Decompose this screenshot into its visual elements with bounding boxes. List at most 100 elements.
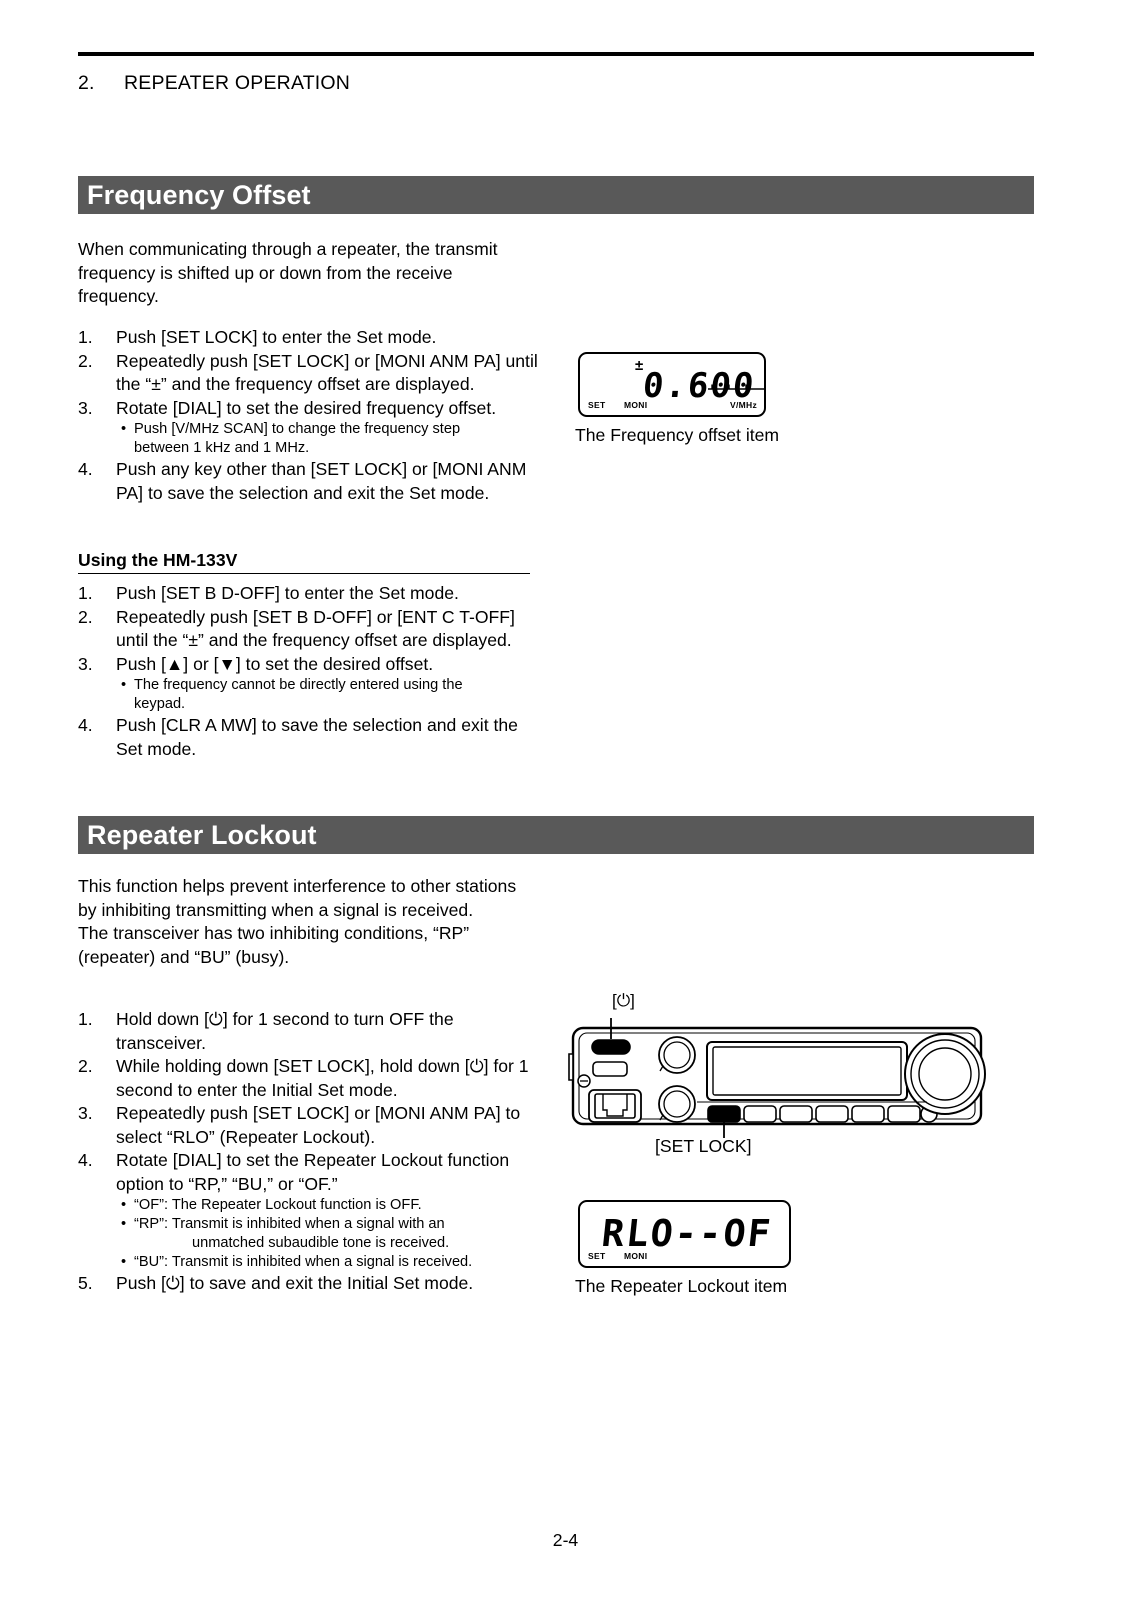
step-notes: • The frequency cannot be directly enter… xyxy=(116,676,538,714)
note-text: “OF”: The Repeater Lockout function is O… xyxy=(134,1197,422,1213)
bullet-icon: • xyxy=(121,1197,127,1213)
lcd-repeater-lockout-value: RLO--OF xyxy=(599,1212,775,1255)
lcd-label-set: SET xyxy=(588,1251,606,1261)
step-number: 5. xyxy=(78,1273,93,1293)
bullet-icon: • xyxy=(121,1216,127,1232)
step-number: 3. xyxy=(78,1103,93,1123)
repeater-lockout-intro: This function helps prevent interference… xyxy=(78,875,538,969)
figure-caption-repeater-lockout: The Repeater Lockout item xyxy=(575,1276,788,1296)
step-number: 4. xyxy=(78,1150,93,1170)
frequency-offset-steps: 1. Push [SET LOCK] to enter the Set mode… xyxy=(78,326,538,505)
step-text: Push [▲] or [▼] to set the desired offse… xyxy=(116,653,434,674)
list-item: • Push [V/MHz SCAN] to change the freque… xyxy=(121,420,538,458)
step-text: Rotate [DIAL] to set the Repeater Lockou… xyxy=(116,1150,510,1194)
body-side-tab xyxy=(568,1053,574,1081)
lcd-label-vmhz: V/MHz xyxy=(730,400,757,410)
step-text: Push [⏻] to save and exit the Initial Se… xyxy=(116,1273,474,1293)
set-lock-key-callout-label: [SET LOCK] xyxy=(655,1136,752,1156)
function-button-3[interactable] xyxy=(779,1105,813,1123)
step-number: 4. xyxy=(78,715,93,735)
lcd-label-moni: MONI xyxy=(624,400,648,410)
chapter-heading: 2. REPEATER OPERATION xyxy=(78,72,350,95)
s-meter-scale-icon xyxy=(708,384,766,390)
squelch-knob-marker xyxy=(659,1114,664,1121)
step-text: While holding down [SET LOCK], hold down… xyxy=(116,1056,529,1100)
list-item: • The frequency cannot be directly enter… xyxy=(121,676,538,714)
step-text: Push [CLR A MW] to save the selection an… xyxy=(116,715,518,759)
function-button-4[interactable] xyxy=(815,1105,849,1123)
step-number: 1. xyxy=(78,327,93,347)
step-text: Rotate [DIAL] to set the desired frequen… xyxy=(116,397,497,418)
lcd-label-moni: MONI xyxy=(624,1251,648,1261)
list-item: • “BU”: Transmit is inhibited when a sig… xyxy=(121,1253,538,1272)
note-text-continued: between 1 kHz and 1 MHz. xyxy=(134,440,310,456)
subsection-heading-hm133v: Using the HM-133V xyxy=(78,550,530,574)
volume-knob-marker xyxy=(659,1065,664,1072)
section-banner-frequency-offset: Frequency Offset xyxy=(78,176,1034,214)
list-item: 4. Push any key other than [SET LOCK] or… xyxy=(78,458,538,505)
lcd-repeater-lockout-display: RLO--OF SET MONI xyxy=(578,1200,791,1268)
note-text: The frequency cannot be directly entered… xyxy=(134,677,463,693)
list-item: • “RP”: Transmit is inhibited when a sig… xyxy=(121,1215,538,1253)
step-text: Repeatedly push [SET LOCK] or [MONI ANM … xyxy=(116,350,538,395)
function-button-2[interactable] xyxy=(743,1105,777,1123)
function-button-5[interactable] xyxy=(851,1105,885,1123)
step-notes: • “OF”: The Repeater Lockout function is… xyxy=(116,1196,538,1272)
rj45-connector-icon xyxy=(602,1094,628,1117)
step-number: 1. xyxy=(78,583,93,603)
microphone-jack xyxy=(594,1093,636,1119)
power-key-callout-label: [⏻] xyxy=(612,991,635,1010)
transceiver-lcd-screen xyxy=(712,1046,902,1096)
hm133v-steps: 1. Push [SET B D-OFF] to enter the Set m… xyxy=(78,582,538,761)
list-item: 2. Repeatedly push [SET B D-OFF] or [ENT… xyxy=(78,606,538,653)
step-number: 3. xyxy=(78,653,93,674)
list-item: • “OF”: The Repeater Lockout function is… xyxy=(121,1196,538,1215)
tuning-dial-inner xyxy=(918,1047,972,1101)
step-text: Repeatedly push [SET B D-OFF] or [ENT C … xyxy=(116,606,515,651)
secondary-button[interactable] xyxy=(592,1061,628,1077)
note-text: “RP”: Transmit is inhibited when a signa… xyxy=(134,1216,445,1232)
list-item: 4. Push [CLR A MW] to save the selection… xyxy=(78,714,538,761)
volume-knob-inner xyxy=(663,1041,691,1069)
frequency-offset-intro: When communicating through a repeater, t… xyxy=(78,239,498,306)
step-number: 2. xyxy=(78,1056,93,1076)
step-notes: • Push [V/MHz SCAN] to change the freque… xyxy=(116,420,538,458)
list-item: 3. Rotate [DIAL] to set the desired freq… xyxy=(78,397,538,459)
list-item: 1. Push [SET LOCK] to enter the Set mode… xyxy=(78,326,538,350)
chapter-title: REPEATER OPERATION xyxy=(124,72,351,94)
list-item: 3. Repeatedly push [SET LOCK] or [MONI A… xyxy=(78,1102,538,1149)
lcd-label-set: SET xyxy=(588,400,606,410)
step-text: Repeatedly push [SET LOCK] or [MONI ANM … xyxy=(116,1103,521,1147)
list-item: 4. Rotate [DIAL] to set the Repeater Loc… xyxy=(78,1149,538,1272)
step-number: 2. xyxy=(78,606,93,627)
step-text: Push [SET LOCK] to enter the Set mode. xyxy=(116,327,437,347)
note-text: “BU”: Transmit is inhibited when a signa… xyxy=(134,1254,473,1270)
transceiver-front-panel-illustration xyxy=(568,1018,986,1138)
list-item: 2. While holding down [SET LOCK], hold d… xyxy=(78,1055,538,1102)
note-text-continued: keypad. xyxy=(134,696,186,712)
set-lock-button[interactable] xyxy=(707,1105,741,1123)
function-button-6[interactable] xyxy=(887,1105,921,1123)
section-banner-repeater-lockout: Repeater Lockout xyxy=(78,816,1034,854)
figure-caption-frequency-offset: The Frequency offset item xyxy=(575,425,780,445)
note-text: Push [V/MHz SCAN] to change the frequenc… xyxy=(134,421,461,437)
bullet-icon: • xyxy=(121,677,127,693)
chapter-number: 2. xyxy=(78,72,95,94)
list-item: 1. Hold down [⏻] for 1 second to turn OF… xyxy=(78,1008,538,1055)
power-button[interactable] xyxy=(591,1039,631,1055)
lcd-plusminus-indicator: ± xyxy=(635,357,644,374)
lcd-frequency-offset-display: ± 0.600 SET MONI V/MHz xyxy=(578,352,766,417)
step-number: 2. xyxy=(78,350,93,371)
step-number: 1. xyxy=(78,1009,93,1029)
step-text: Push any key other than [SET LOCK] or [M… xyxy=(116,459,527,503)
header-rule xyxy=(78,52,1034,56)
repeater-lockout-steps: 1. Hold down [⏻] for 1 second to turn OF… xyxy=(78,1008,538,1296)
step-text: Hold down [⏻] for 1 second to turn OFF t… xyxy=(116,1009,454,1053)
repeater-lockout-intro-p2: The transceiver has two inhibiting condi… xyxy=(78,923,470,967)
list-item: 1. Push [SET B D-OFF] to enter the Set m… xyxy=(78,582,538,606)
step-number: 4. xyxy=(78,459,93,479)
squelch-knob-inner xyxy=(663,1090,691,1118)
list-item: 2. Repeatedly push [SET LOCK] or [MONI A… xyxy=(78,350,538,397)
note-text-continued: unmatched subaudible tone is received. xyxy=(192,1235,450,1251)
